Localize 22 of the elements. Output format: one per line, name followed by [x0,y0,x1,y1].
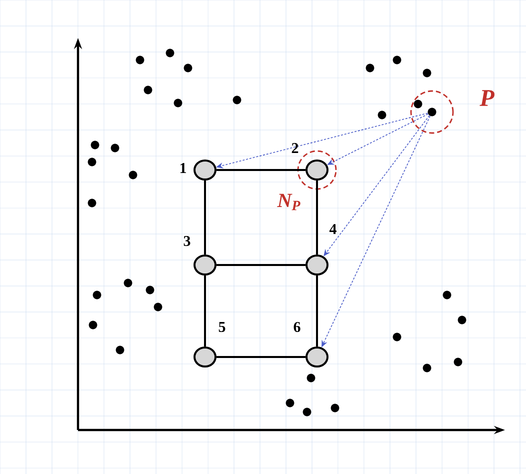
link-line [316,180,318,254]
node-number: 2 [292,143,298,153]
link-line [316,276,318,346]
network-node [194,346,216,368]
node-number: 6 [294,322,300,332]
link-line [204,276,206,346]
node-number: 4 [329,224,336,234]
link-line [216,356,306,358]
network-node [194,160,216,180]
set-label: N$_{P}$ [277,194,300,210]
node-number: 5 [218,322,226,332]
network-node [306,346,328,368]
network-node [194,254,216,276]
link-line [204,180,206,254]
network-node [306,254,328,276]
node-number: 3 [184,236,190,246]
point-p [428,108,436,116]
link-line [216,169,306,171]
node-number: 1 [180,163,186,173]
point-label: P [480,90,494,106]
link-line [216,264,306,266]
network-node [306,160,328,180]
